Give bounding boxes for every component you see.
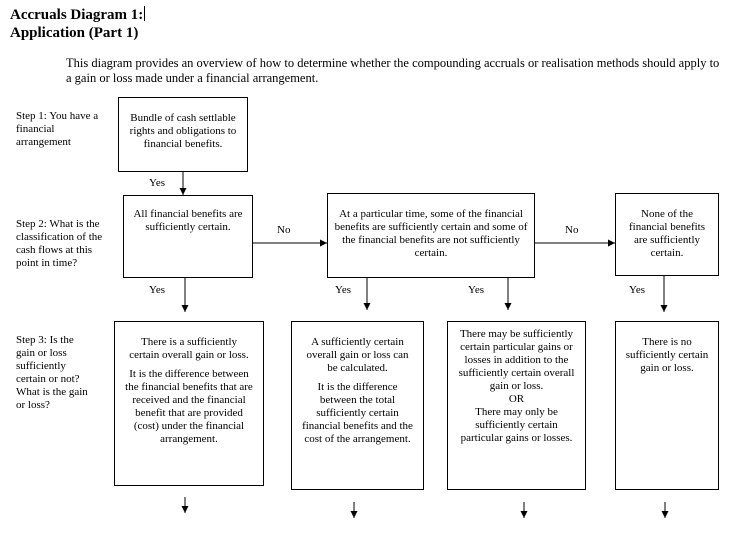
outcome-1-text: There is a sufficiently certain overall … [129, 336, 249, 361]
step-1-label: Step 1: You have a financial arrangement [16, 110, 99, 148]
diagram-subtitle: Application (Part 1) [10, 25, 139, 41]
yes-label-outcome4: Yes [629, 284, 646, 296]
outcome-3-alt: There may only be sufficiently certain p… [460, 406, 573, 444]
outcome-3-text: There may be sufficiently certain partic… [458, 328, 575, 392]
outcome-4-box: There is no sufficiently certain gain or… [615, 321, 719, 490]
some-certain-box: At a particular time, some of the financ… [327, 193, 535, 278]
title-line-1: Accruals Diagram 1: [10, 7, 144, 23]
outcome-1-box: There is a sufficiently certain overall … [114, 321, 264, 486]
yes-label-outcome2: Yes [335, 284, 352, 296]
intro-paragraph: This diagram provides an overview of how… [66, 56, 720, 85]
step-3-label: Step 3: Is the gain or loss sufficiently… [16, 334, 88, 411]
outcome-2-detail: It is the difference between the total s… [302, 381, 413, 445]
diagram-title: Accruals Diagram 1: [10, 6, 146, 25]
yes-label-outcome1: Yes [149, 284, 166, 296]
outcome-3-box: There may be sufficiently certain partic… [447, 321, 586, 490]
outcome-1-detail: It is the difference between the financi… [125, 368, 253, 445]
text-cursor [144, 6, 146, 21]
step-2-label: Step 2: What is the classification of th… [16, 218, 103, 269]
none-certain-box: None of the financial benefits are suffi… [615, 193, 719, 276]
no-label-1: No [277, 224, 291, 236]
yes-label-outcome3: Yes [468, 284, 485, 296]
outcome-2-text: A sufficiently certain overall gain or l… [306, 336, 409, 374]
no-label-2: No [565, 224, 579, 236]
outcome-3-or: OR [508, 393, 525, 405]
all-certain-box: All financial benefits are sufficiently … [123, 195, 253, 278]
bundle-box: Bundle of cash settlable rights and obli… [118, 97, 248, 172]
yes-label-step1: Yes [149, 177, 166, 189]
outcome-2-box: A sufficiently certain overall gain or l… [291, 321, 424, 490]
